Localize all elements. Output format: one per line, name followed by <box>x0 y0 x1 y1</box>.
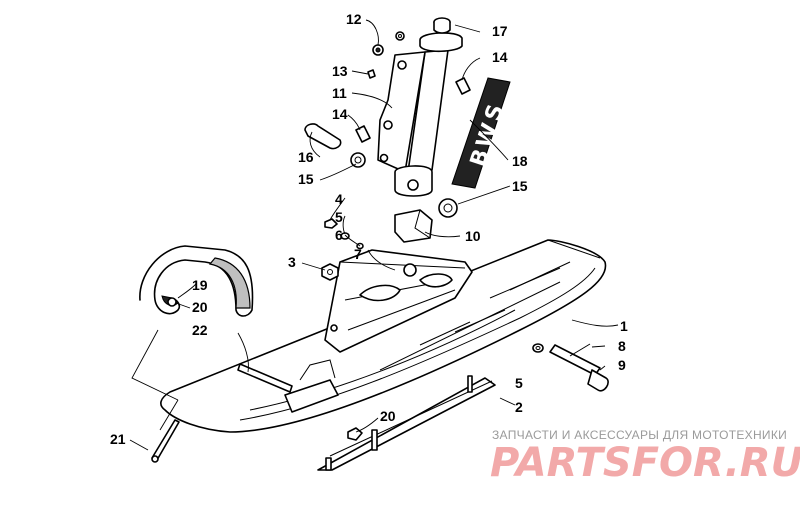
callout-12: 12 <box>346 11 362 27</box>
callout-7: 7 <box>354 246 362 262</box>
cotter-pin-8 <box>569 343 591 357</box>
callout-2: 2 <box>515 399 523 415</box>
callout-19: 19 <box>192 277 208 293</box>
callout-21: 21 <box>110 431 126 447</box>
callout-17: 17 <box>492 23 508 39</box>
ski-saddle <box>324 249 473 353</box>
callout-5a: 5 <box>335 209 343 225</box>
wear-block-10 <box>394 209 433 243</box>
callouts: 1 2 3 4 5 5 6 7 8 9 10 11 12 13 14 14 15… <box>110 11 628 447</box>
nut-4 <box>324 218 338 229</box>
bolt-21 <box>151 419 180 463</box>
callout-6: 6 <box>335 227 343 243</box>
bushing-15a <box>350 152 366 168</box>
callout-14a: 14 <box>492 49 508 65</box>
callout-1: 1 <box>620 318 628 334</box>
pin-16 <box>304 123 342 150</box>
callout-8: 8 <box>618 338 626 354</box>
bolt-22 <box>237 363 293 393</box>
ski-handle <box>139 245 254 317</box>
bolt-9 <box>549 344 609 392</box>
nut-20b <box>347 427 363 441</box>
wear-bar <box>317 375 496 471</box>
nut-20a <box>167 297 177 307</box>
callout-5b: 5 <box>515 375 523 391</box>
bushing-14a <box>455 77 471 95</box>
callout-4: 4 <box>335 191 343 207</box>
callout-22: 22 <box>192 322 208 338</box>
callout-11: 11 <box>332 85 347 101</box>
bushing-14b <box>355 125 371 143</box>
callout-20b: 20 <box>380 408 396 424</box>
watermark: ЗАПЧАСТИ И АКСЕССУАРЫ ДЛЯ МОТОТЕХНИКИ PA… <box>490 428 800 486</box>
callout-10: 10 <box>465 228 481 244</box>
watermark-logo: PARTSFOR.RU <box>490 440 800 486</box>
callout-15a: 15 <box>298 171 314 187</box>
nut-3 <box>321 263 339 281</box>
spindle-plug <box>433 17 451 34</box>
leader-lines <box>129 19 619 451</box>
callout-16: 16 <box>298 149 314 165</box>
callout-20a: 20 <box>192 299 208 315</box>
callout-9: 9 <box>618 357 626 373</box>
washer-5b <box>532 343 544 353</box>
ski-spindle <box>377 32 463 197</box>
callout-3: 3 <box>288 254 296 270</box>
bws-decal: BWS <box>451 77 511 189</box>
callout-14b: 14 <box>332 106 348 122</box>
callout-18: 18 <box>512 153 528 169</box>
watermark-tagline: ЗАПЧАСТИ И АКСЕССУАРЫ ДЛЯ МОТОТЕХНИКИ <box>492 428 787 442</box>
bushing-15b <box>438 198 458 218</box>
grease-fitting-13 <box>367 69 376 79</box>
callout-15b: 15 <box>512 178 528 194</box>
callout-13: 13 <box>332 63 348 79</box>
